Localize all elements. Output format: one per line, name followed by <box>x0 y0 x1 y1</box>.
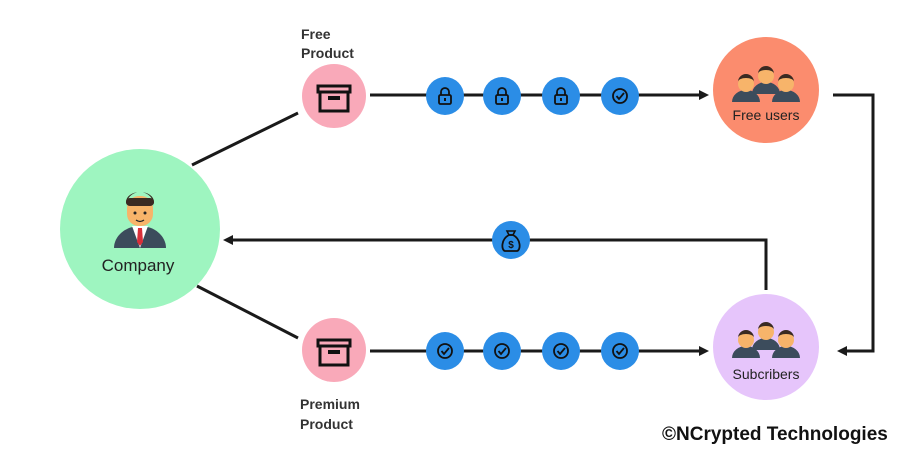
businessman-icon <box>114 192 166 248</box>
step-check-node <box>483 332 521 370</box>
step-lock-node <box>542 77 580 115</box>
free-product-label-line2: Product <box>301 45 354 61</box>
revenue-arrow <box>223 235 768 290</box>
free-product-node: Free Product <box>301 26 366 128</box>
step-lock-node <box>483 77 521 115</box>
company-label: Company <box>102 256 175 275</box>
free-users-label: Free users <box>733 107 800 123</box>
subscribers-label: Subcribers <box>733 366 800 382</box>
money-bag-icon: $ <box>501 230 521 252</box>
step-check-node <box>601 332 639 370</box>
step-lock-node <box>426 77 464 115</box>
step-check-node <box>601 77 639 115</box>
free-product-steps <box>426 77 639 115</box>
premium-product-label-line2: Product <box>300 416 353 432</box>
free-product-label-line1: Free <box>301 26 331 42</box>
company-to-premium-product-line <box>196 284 299 340</box>
conversion-arrow <box>833 93 875 356</box>
step-check-node <box>426 332 464 370</box>
premium-product-steps <box>426 332 639 370</box>
premium-product-node: Premium Product <box>300 318 366 432</box>
free-users-node: Free users <box>713 37 819 143</box>
company-node: Company <box>60 149 220 309</box>
svg-text:$: $ <box>508 240 514 251</box>
premium-product-label-line1: Premium <box>300 396 360 412</box>
company-to-free-product-line <box>191 111 299 167</box>
payment-node: $ <box>492 221 530 259</box>
step-check-node <box>542 332 580 370</box>
copyright-text: ©NCrypted Technologies <box>662 424 888 445</box>
subscribers-node: Subcribers <box>713 294 819 400</box>
